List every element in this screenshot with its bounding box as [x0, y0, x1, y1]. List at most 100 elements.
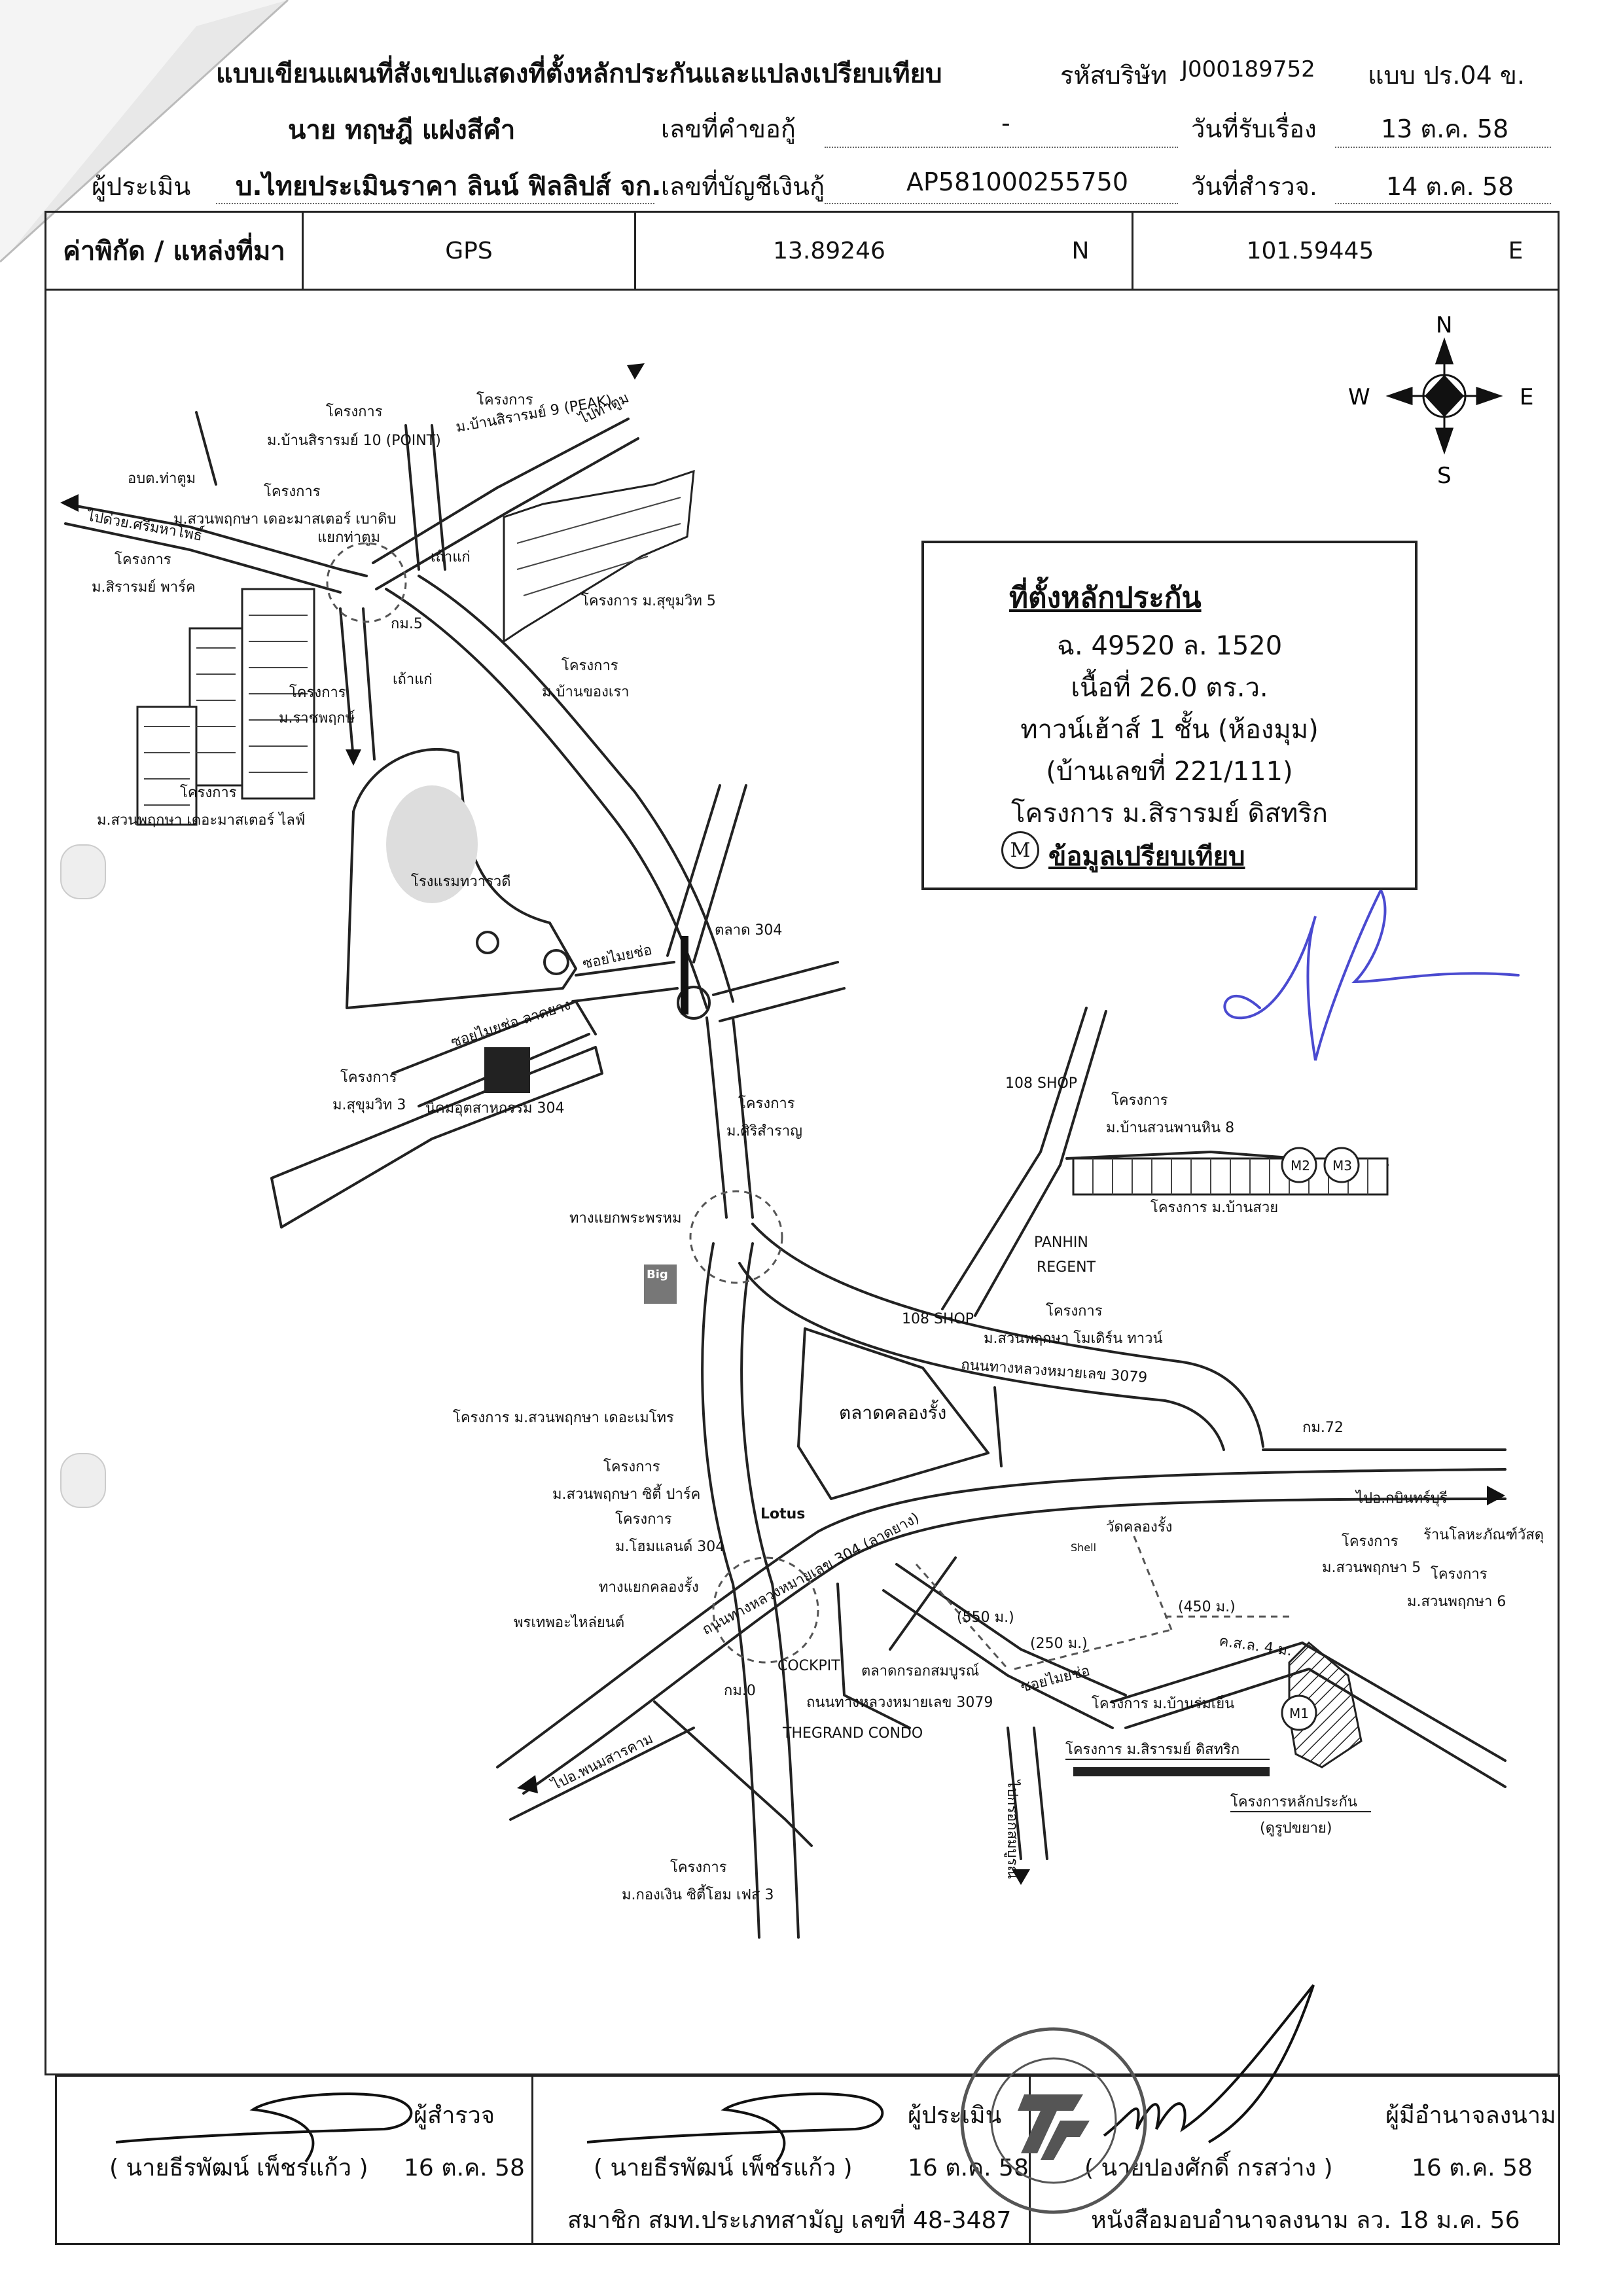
label-pj-sirarom-park: โครงการ: [115, 551, 171, 568]
label-km0: กม.0: [724, 1683, 756, 1699]
arrow-to-sriracha: [60, 494, 79, 512]
label-km72: กม.72: [1302, 1420, 1344, 1436]
legend-m-symbol: M: [1001, 831, 1039, 869]
legend-type: ทาวน์เฮ้าส์ 1 ชั้น (ห้องมุม): [1020, 715, 1319, 745]
arrow-down-left: [346, 749, 361, 766]
label-lotus: Lotus: [760, 1506, 805, 1522]
request-no: -: [1001, 109, 1010, 137]
appraiser-signature: [586, 2092, 884, 2163]
signer-signature: [1103, 1984, 1315, 2144]
sirarom-district-bar: [1073, 1767, 1270, 1776]
legend-area: เนื้อที่ 26.0 ตร.ว.: [1071, 673, 1268, 703]
label-to-prachinburi: ไปอ.กบินทร์บุรี: [1355, 1490, 1448, 1507]
label-pj-baansuay: โครงการ ม.บ้านสวย: [1150, 1199, 1278, 1216]
folded-corner: [0, 0, 289, 263]
binder-hole-top: [60, 844, 106, 899]
member-number: สมาชิก สมท.ประเภทสามัญ เลขที่ 48-3487: [567, 2207, 1012, 2234]
label-soi-lower: ซอยไมยช่อ ลาดยาง: [449, 996, 573, 1051]
label-taokae-2: เถ้าแก่: [393, 672, 433, 688]
latitude-direction: N: [1071, 237, 1090, 264]
label-city-park: ม.สวนพฤกษา ซิตี้ ปาร์ค: [552, 1484, 700, 1503]
label-sirarom-park: ม.สิรารมย์ พาร์ค: [92, 579, 196, 596]
hotel-lake: [386, 785, 478, 903]
industrial-factory-icon: [484, 1047, 530, 1093]
marker-m1: [1281, 1695, 1317, 1731]
label-108shop-mid: 108 SHOP: [902, 1311, 974, 1327]
label-sukhumvit3: ม.สุขุมวิท 3: [332, 1097, 406, 1113]
road-thatum-west: [64, 503, 368, 577]
label-shop-right: ร้านโลหะภัณฑ์วัสดุ: [1423, 1526, 1544, 1543]
label-kso: ค.ส.ล. 4 ม.: [1218, 1633, 1293, 1659]
appraiser-role: ผู้ประเมิน: [908, 2102, 1002, 2129]
compass-e: E: [1520, 384, 1533, 410]
label-wat: วัดคลองรั้ง: [1106, 1516, 1172, 1535]
coordinate-label: ค่าพิกัด / แหล่งที่มา: [63, 236, 285, 266]
road-thatum-east: [372, 418, 630, 564]
label-sirisamran: ม.ศิริสำราญ: [726, 1123, 802, 1139]
label-suanphan: ม.บ้านสวนพานหิน 8: [1106, 1120, 1234, 1136]
label-pj-sirarom-district: โครงการ ม.สิรารมย์ ดิสทริก: [1065, 1741, 1240, 1758]
binder-hole-bottom: [60, 1453, 106, 1508]
signer-authority: หนังสือมอบอำนาจลงนาม ลว. 18 ม.ค. 56: [1091, 2207, 1520, 2234]
road-304: [496, 1468, 1507, 1768]
label-road3079-bottom: ถนนทางหลวงหมายเลข 3079: [806, 1695, 993, 1711]
market304-marker: [681, 936, 688, 1014]
label-pj-sukhumvit3: โครงการ: [340, 1069, 397, 1086]
label-collateral: โครงการหลักประกัน: [1230, 1793, 1357, 1810]
label-km5: กม.5: [391, 616, 423, 632]
map-frame: [45, 289, 1560, 2075]
label-dist250: (250 ม.): [1030, 1636, 1088, 1652]
form-number: แบบ ปร.04 ข.: [1368, 61, 1525, 90]
label-modern-town: ม.สวนพฤกษา โมเดิร์น ทาวน์: [984, 1330, 1163, 1347]
label-sombun-market: ตลาดกรอกสมบูรณ์: [861, 1663, 979, 1679]
label-soi-upper: ซอยไมยช่อ: [581, 941, 654, 973]
appraiser-name: ( นายธีรพัฒน์ เพ็ชรแก้ว ): [594, 2155, 853, 2181]
signer-role: ผู้มีอำนาจลงนาม: [1385, 2102, 1556, 2129]
label-thatum-junction: แยกท่าตูม: [317, 529, 380, 546]
label-pj-baan9: โครงการ: [476, 391, 533, 408]
label-klong-market: ตลาดคลองรั้ง: [839, 1399, 946, 1424]
label-market304: ตลาด 304: [715, 922, 782, 939]
legend-project: โครงการ ม.สิรารมย์ ดิสทริก: [1010, 798, 1329, 829]
surveyor-role: ผู้สำรวจ: [414, 2102, 495, 2129]
compass-n: N: [1436, 312, 1452, 338]
label-regent: REGENT: [1037, 1259, 1096, 1276]
label-pj-suan-kids: โครงการ: [264, 483, 321, 500]
label-m1: M1: [1289, 1706, 1309, 1721]
company-code: J000189752: [1181, 56, 1315, 82]
label-pj-baanrom: โครงการ ม.บ้านร่มเย็น: [1092, 1694, 1234, 1712]
compass-w: W: [1348, 384, 1370, 410]
big-c-store-icon: [644, 1265, 677, 1304]
label-to-phanom: ไปอ.พนมสารคาม: [548, 1730, 656, 1794]
label-suan5: ม.สวนพฤกษา 5: [1322, 1560, 1421, 1576]
arrow-to-thatum: [627, 363, 645, 380]
label-m3: M3: [1332, 1158, 1352, 1174]
compass-s: S: [1437, 463, 1452, 489]
label-pj-rachaphruek: โครงการ: [289, 684, 346, 701]
surveyor-date: 16 ต.ค. 58: [404, 2155, 525, 2181]
compass-rose: [1385, 337, 1503, 455]
label-suan-kids: ม.สวนพฤกษา เดอะมาสเตอร์ เบาดิบ: [173, 511, 396, 528]
label-phra-junction: ทางแยกพระพรหม: [569, 1210, 681, 1227]
label-suan6: ม.สวนพฤกษา 6: [1407, 1594, 1506, 1610]
label-baankhongrao: ม.บ้านของเรา: [542, 684, 630, 700]
request-no-label: เลขที่คำขอกู้: [661, 115, 796, 143]
legend-deed: ฉ. 49520 ล. 1520: [1056, 631, 1283, 661]
marker-m2: [1281, 1147, 1317, 1183]
blue-signature: [1223, 887, 1520, 1061]
label-sukhumvit5: โครงการ ม.สุขุมวิท 5: [581, 592, 716, 609]
signer-date: 16 ต.ค. 58: [1412, 2155, 1533, 2181]
legend-box: ที่ตั้งหลักประกัน ฉ. 49520 ล. 1520 เนื้อ…: [921, 541, 1418, 890]
label-suan-metro: โครงการ ม.สวนพฤกษา เดอะเมโทร: [453, 1409, 674, 1426]
label-soi-bottom: ซอยไมยช่อ: [1019, 1662, 1092, 1696]
signature-table: ผู้สำรวจ ( นายธีรพัฒน์ เพ็ชรแก้ว ) 16 ต.…: [55, 1984, 1560, 2245]
account-no-label: เลขที่บัญชีเงินกู้: [661, 172, 825, 201]
company-code-label: รหัสบริษัท: [1060, 61, 1168, 90]
appraiser-date: 16 ต.ค. 58: [908, 2155, 1029, 2181]
label-pj-suanphan: โครงการ: [1111, 1092, 1168, 1109]
label-pj-kongngern: โครงการ: [670, 1859, 727, 1876]
latitude: 13.89246: [773, 237, 885, 264]
coordinate-row: ค่าพิกัด / แหล่งที่มา GPS 13.89246 N 101…: [45, 211, 1560, 291]
label-to-krok: ไปกรอกสมบูรณ์: [1004, 1779, 1021, 1879]
